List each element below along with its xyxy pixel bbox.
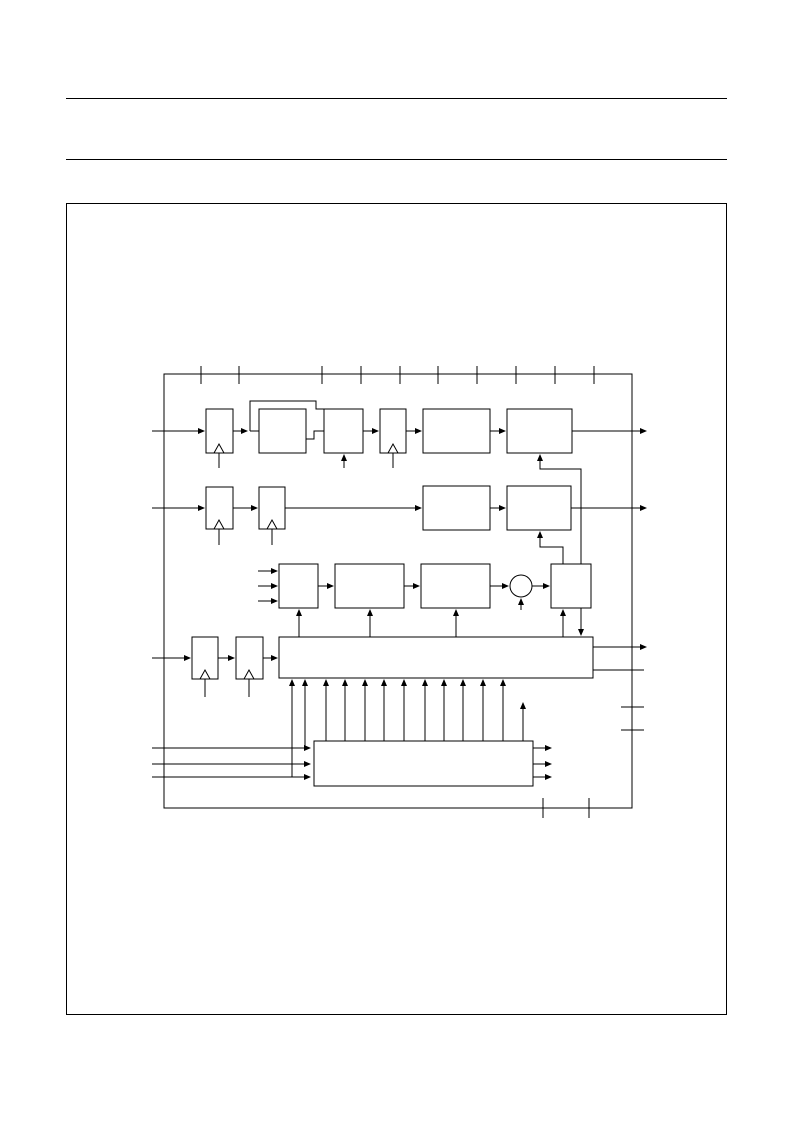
header-rule-bottom [66,159,727,160]
row-4-datapath [152,608,647,697]
top-pins [200,366,595,384]
row-2-datapath [152,485,647,564]
row-1-datapath [152,400,647,564]
chip-boundary [163,373,633,809]
block-3a [278,563,319,609]
control-block [278,636,594,679]
block-1f [506,408,573,454]
block-3b [334,563,405,609]
block-1e [422,408,491,454]
row-3-datapath [258,563,592,610]
register-1a [205,408,234,454]
summing-node [509,574,533,598]
interface-block [313,740,534,787]
figure-frame [66,203,727,1015]
right-pins [621,706,644,731]
register-2a [205,486,234,530]
register-4b [235,636,264,680]
block-3d [550,563,592,609]
register-1d [379,408,407,454]
block-3c [420,563,491,609]
register-4a [191,636,219,680]
register-2b [258,486,286,530]
bottom-pins [542,798,590,818]
block-2d [506,485,572,531]
block-1c [323,408,364,454]
header-rule-top [66,98,727,99]
block-1b [258,408,307,454]
block-2c [422,485,491,531]
bus-interface [152,679,552,787]
